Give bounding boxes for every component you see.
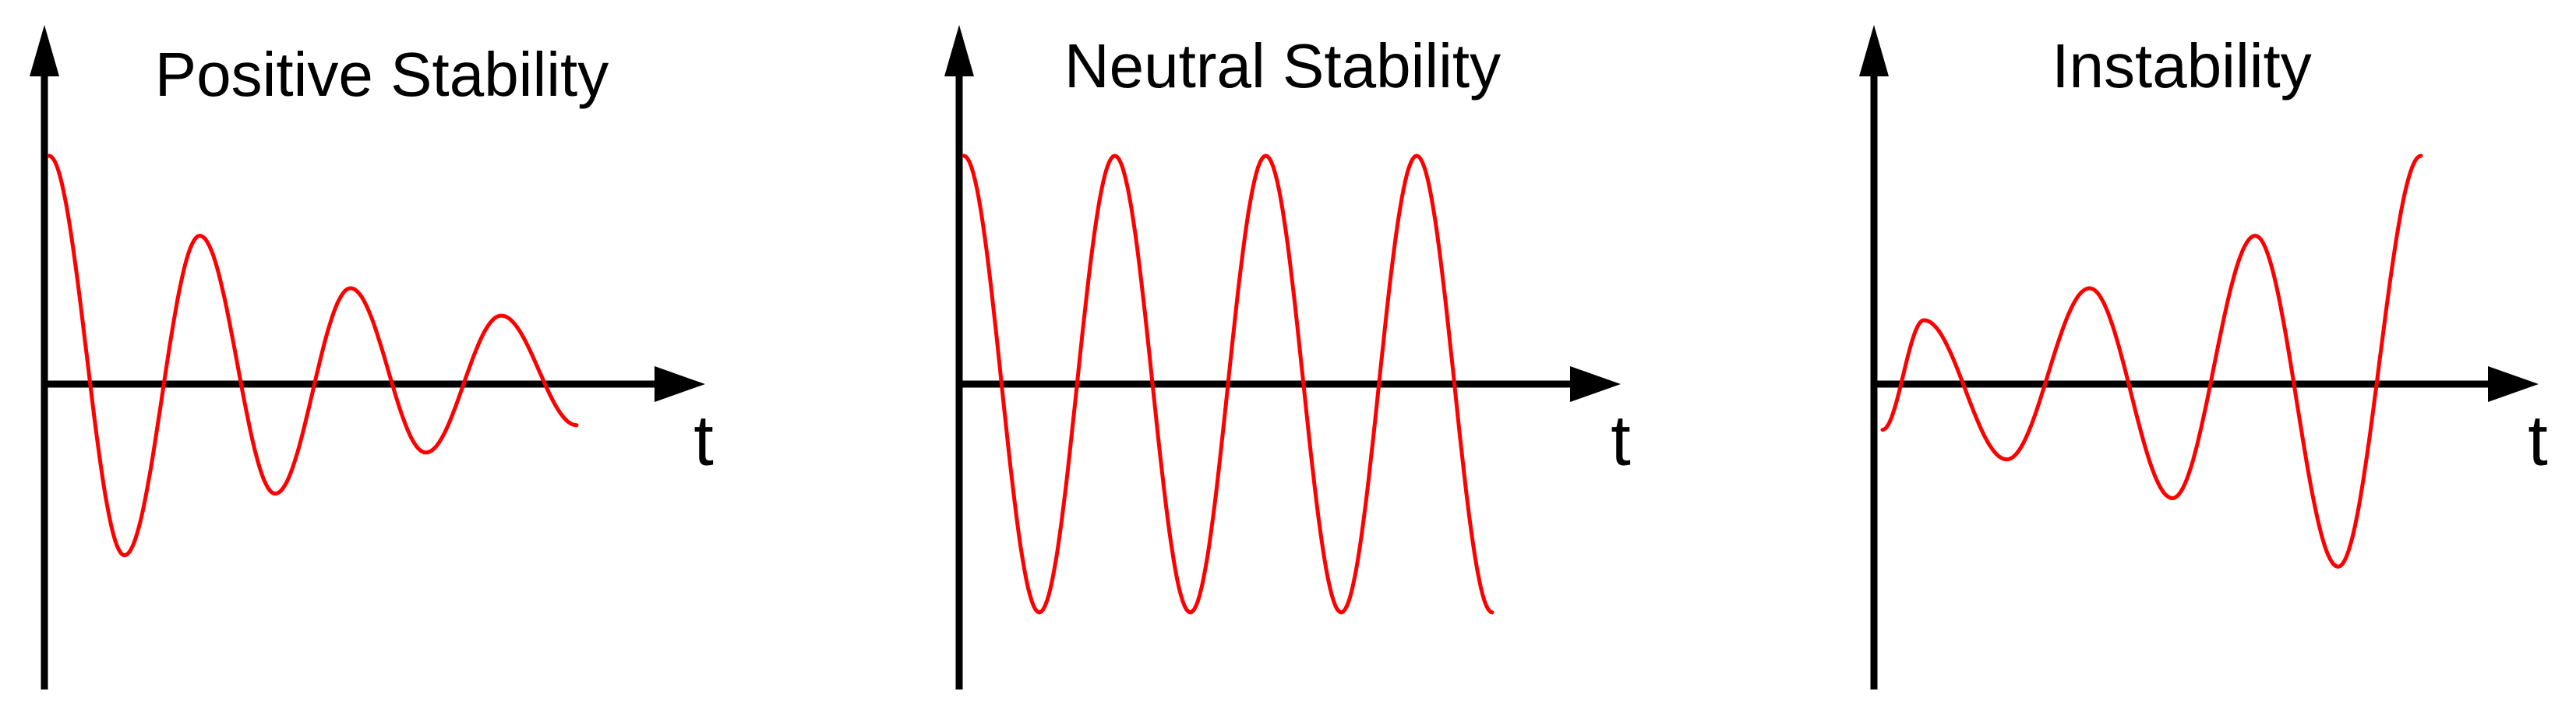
time-axis-label: t [1611, 401, 1631, 481]
panel-instability: Instability t [1859, 25, 2548, 689]
response-curve-instability [1880, 153, 2423, 569]
panel-title-instability: Instability [2052, 31, 2311, 101]
time-axis-label: t [693, 401, 714, 481]
vertical-axis-arrowhead-icon [1859, 25, 1889, 76]
panel-positive-stability: Positive Stability t [30, 25, 714, 689]
time-axis-arrowhead-icon [1570, 366, 1621, 402]
time-axis-arrowhead-icon [2488, 366, 2539, 402]
time-axis-arrowhead-icon [655, 366, 705, 402]
response-curve-positive-stability [47, 153, 579, 558]
panel-title-positive-stability: Positive Stability [155, 40, 609, 109]
vertical-axis-arrowhead-icon [944, 25, 974, 76]
panel-neutral-stability: Neutral Stability t [944, 25, 1631, 689]
vertical-axis-arrowhead-icon [30, 25, 59, 76]
panel-title-neutral-stability: Neutral Stability [1064, 31, 1501, 101]
response-curve-neutral-stability [962, 153, 1494, 615]
time-axis-label: t [2528, 401, 2548, 481]
